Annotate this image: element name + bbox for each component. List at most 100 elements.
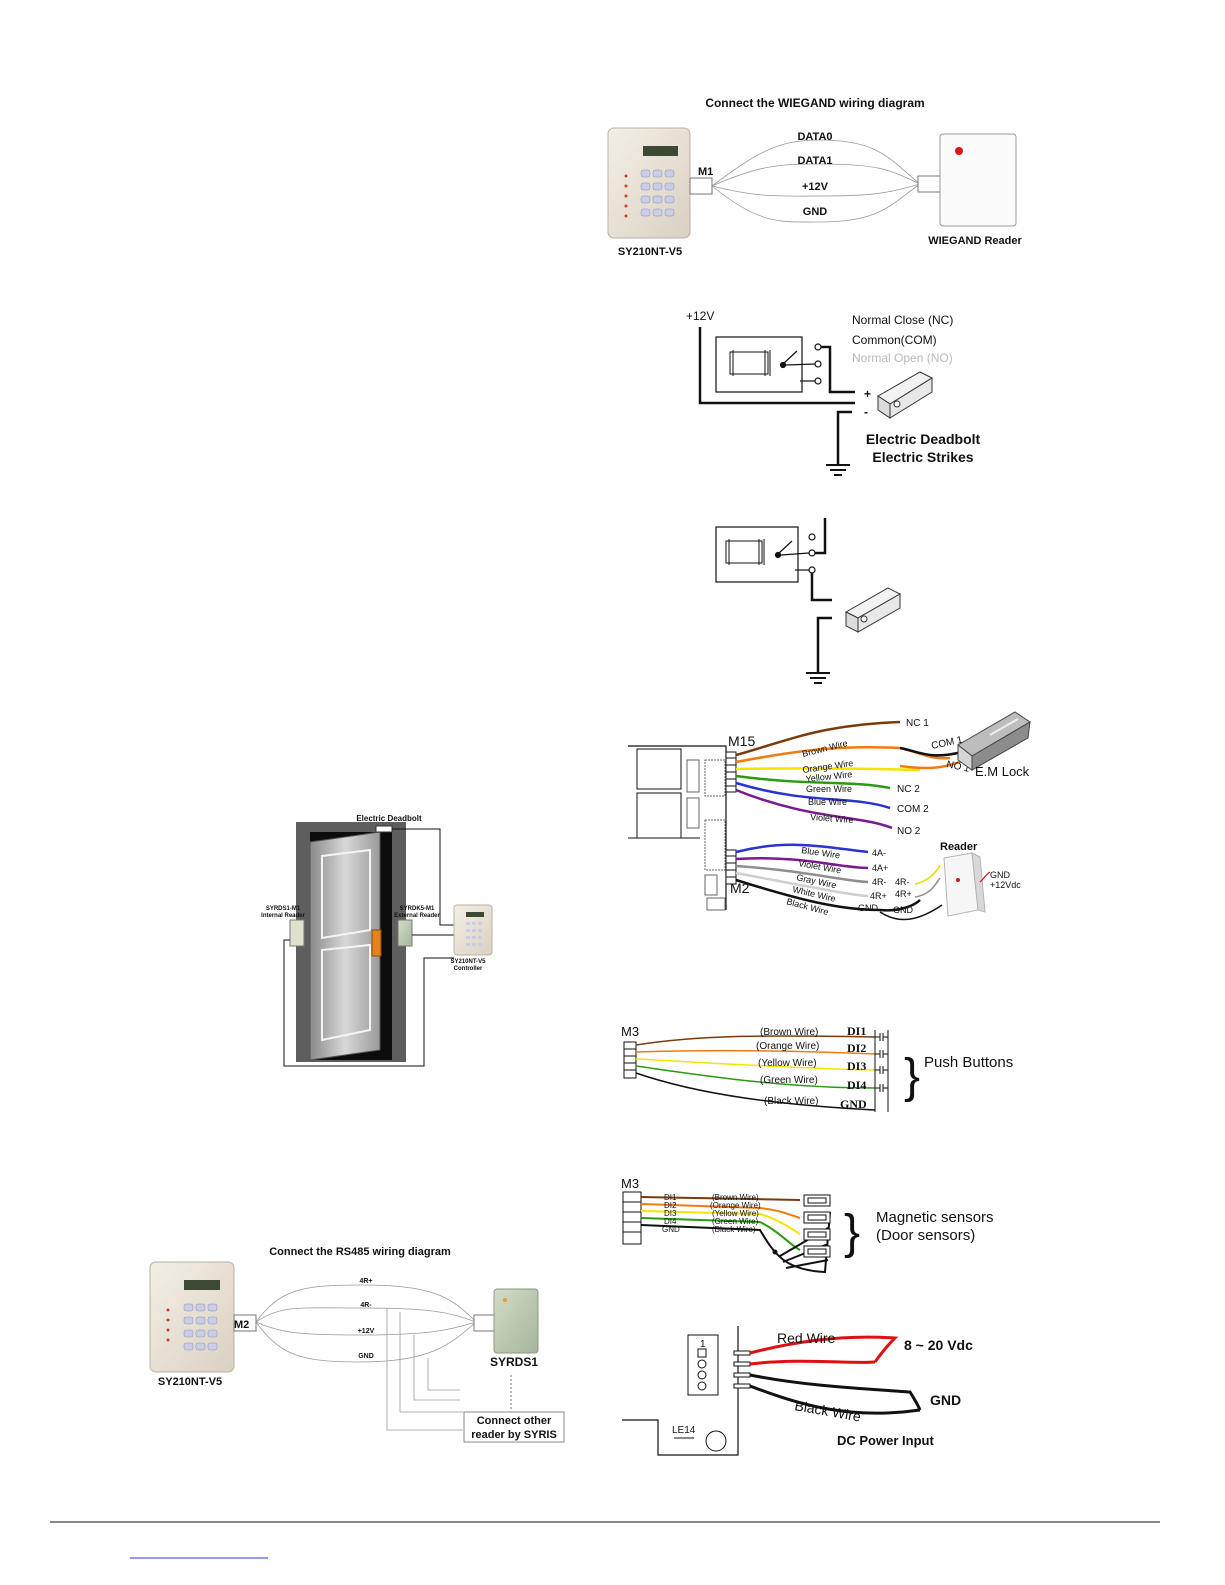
strike-icon bbox=[844, 587, 902, 633]
relay-no-label: Normal Open (NO) bbox=[852, 351, 953, 365]
mag-term-di2: DI2 bbox=[664, 1201, 677, 1210]
term-4r-minus-right: 4R- bbox=[895, 877, 910, 887]
external-reader-icon bbox=[397, 919, 413, 947]
power-caption: DC Power Input bbox=[837, 1433, 934, 1448]
wiegand-reader-label: WIEGAND Reader bbox=[928, 235, 1022, 247]
pb-term-di3: DI3 bbox=[847, 1059, 866, 1073]
wiegand-title: Connect the WIEGAND wiring diagram bbox=[705, 96, 924, 110]
rs485-wire-gnd: GND bbox=[358, 1353, 374, 1360]
ground-icon-2 bbox=[806, 672, 830, 684]
ground-icon bbox=[826, 464, 850, 476]
wiegand-diagram: Connect the WIEGAND wiring diagram M1 SY… bbox=[607, 96, 1022, 258]
rs485-other-line2: reader by SYRIS bbox=[471, 1429, 557, 1441]
power-black-wire: Black Wire bbox=[793, 1397, 862, 1424]
door-deadbolt-label: Electric Deadbolt bbox=[356, 814, 422, 823]
wire-yellow-label: Yellow Wire bbox=[805, 769, 852, 784]
mag-term-di4: DI4 bbox=[664, 1217, 677, 1226]
mag-label-2: (Door sensors) bbox=[876, 1227, 975, 1244]
rs485-wire-4r-minus: 4R- bbox=[360, 1302, 372, 1309]
term-4a-plus: 4A+ bbox=[872, 863, 888, 873]
rs485-cable bbox=[255, 1284, 477, 1431]
wiegand-cable bbox=[711, 139, 921, 223]
reader-power-12v: +12Vdc bbox=[990, 880, 1021, 890]
rs485-title: Connect the RS485 wiring diagram bbox=[269, 1246, 451, 1258]
wire-green-label: Green Wire bbox=[806, 784, 852, 794]
pb-term-di4: DI4 bbox=[847, 1078, 866, 1092]
relay-nc-label: Normal Close (NC) bbox=[852, 313, 953, 327]
em-lock-icon bbox=[957, 711, 1031, 771]
pb-wire-brown: (Brown Wire) bbox=[760, 1027, 818, 1038]
term-gnd: GND bbox=[858, 903, 879, 913]
rs485-diagram: Connect the RS485 wiring diagram M2 SY21… bbox=[149, 1246, 565, 1443]
dc-power-diagram: 1 Red Wire Black Wire 8 ~ 20 Vdc GND DC … bbox=[622, 1326, 973, 1456]
pb-brace: } bbox=[904, 1050, 920, 1103]
wire-brown-label: Brown Wire bbox=[801, 738, 849, 759]
term-com2: COM 2 bbox=[897, 804, 929, 815]
mag-connector bbox=[622, 1191, 642, 1245]
rs485-wire-4r-plus: 4R+ bbox=[359, 1278, 372, 1285]
relay-lock-diagram bbox=[715, 518, 902, 684]
rs485-reader-label: SYRDS1 bbox=[490, 1355, 538, 1369]
pb-wire-orange: (Orange Wire) bbox=[756, 1041, 819, 1052]
reader-label: Reader bbox=[940, 841, 978, 853]
internal-reader-label: Internal Reader bbox=[261, 913, 305, 919]
wire-violet-label: Violet Wire bbox=[810, 812, 854, 825]
term-nc2: NC 2 bbox=[897, 784, 920, 795]
reader-device-icon bbox=[943, 852, 986, 917]
power-voltage: 8 ~ 20 Vdc bbox=[904, 1337, 973, 1353]
wiegand-wire-12v: +12V bbox=[802, 181, 829, 193]
pb-wire-green: (Green Wire) bbox=[760, 1075, 818, 1086]
relay-deadbolt-diagram: +12V Normal Close (NC) Common(COM) Norma bbox=[686, 309, 981, 476]
internal-reader-icon bbox=[289, 919, 305, 947]
rs485-controller-label: SY210NT-V5 bbox=[158, 1376, 222, 1388]
rs485-other-line1: Connect other bbox=[477, 1415, 552, 1427]
em-lock-label: E.M Lock bbox=[975, 764, 1030, 779]
power-led-label: LE14 bbox=[672, 1425, 696, 1436]
pb-port-label: M3 bbox=[621, 1024, 639, 1039]
relay-coil-icon bbox=[729, 350, 771, 376]
wiegand-controller-device bbox=[607, 127, 713, 239]
rs485-controller-device bbox=[149, 1261, 257, 1373]
mag-brace: } bbox=[844, 1206, 860, 1259]
m15-connector bbox=[725, 751, 737, 793]
pb-term-di1: DI1 bbox=[847, 1024, 866, 1038]
door-installation-diagram: Electric Deadbolt SYRDS1-M1 Internal Rea… bbox=[261, 814, 493, 1067]
deadbolt-label-line1: Electric Deadbolt bbox=[866, 431, 981, 447]
mag-wire-green: (Green Wire) bbox=[712, 1217, 759, 1226]
term-no2: NO 2 bbox=[897, 826, 921, 837]
rs485-port-label: M2 bbox=[234, 1319, 249, 1331]
mag-port-label: M3 bbox=[621, 1176, 639, 1191]
term-gnd-right: GND bbox=[893, 905, 914, 915]
power-capacitor-icon bbox=[705, 1430, 727, 1452]
wire-blue-label: Blue Wire bbox=[808, 797, 847, 807]
mag-wire-brown: (Brown Wire) bbox=[712, 1193, 759, 1202]
mag-term-gnd: GND bbox=[662, 1225, 680, 1234]
pb-term-di2: DI2 bbox=[847, 1041, 866, 1055]
strike-plus-label: + bbox=[864, 387, 871, 401]
magnetic-sensors-diagram: M3 DI1 DI2 DI3 DI4 GND (Brown Wire) (Ora… bbox=[621, 1176, 994, 1274]
power-red-wire: Red Wire bbox=[777, 1330, 836, 1346]
door-controller-label: Controller bbox=[454, 966, 483, 972]
term-4r-plus: 4R+ bbox=[870, 891, 887, 901]
mag-term-di1: DI1 bbox=[664, 1193, 677, 1202]
door-controller-device bbox=[453, 904, 493, 956]
strike-minus-label: - bbox=[864, 405, 868, 419]
m2-connector bbox=[725, 849, 737, 885]
m15-label: M15 bbox=[728, 733, 755, 749]
reader-power-gnd: GND bbox=[990, 870, 1011, 880]
external-reader-model: SYRDK5-M1 bbox=[400, 906, 435, 912]
pb-term-gnd: GND bbox=[840, 1097, 867, 1111]
deadbolt-icon bbox=[877, 371, 934, 419]
mag-wire-orange: (Orange Wire) bbox=[710, 1201, 761, 1210]
magnetic-sensor-icons bbox=[803, 1194, 831, 1258]
wiegand-wire-gnd: GND bbox=[803, 206, 828, 218]
pb-wire-yellow: (Yellow Wire) bbox=[758, 1058, 817, 1069]
wiegand-reader-device bbox=[917, 133, 1017, 227]
mag-wire-yellow: (Yellow Wire) bbox=[712, 1209, 759, 1218]
push-buttons-diagram: M3 (Brown Wire) (Orange Wire) (Yellow Wi… bbox=[621, 1024, 1013, 1112]
mag-label-1: Magnetic sensors bbox=[876, 1209, 994, 1226]
relay-com-label: Common(COM) bbox=[852, 333, 937, 347]
door-handle-icon bbox=[371, 929, 382, 957]
mag-term-di3: DI3 bbox=[664, 1209, 677, 1218]
